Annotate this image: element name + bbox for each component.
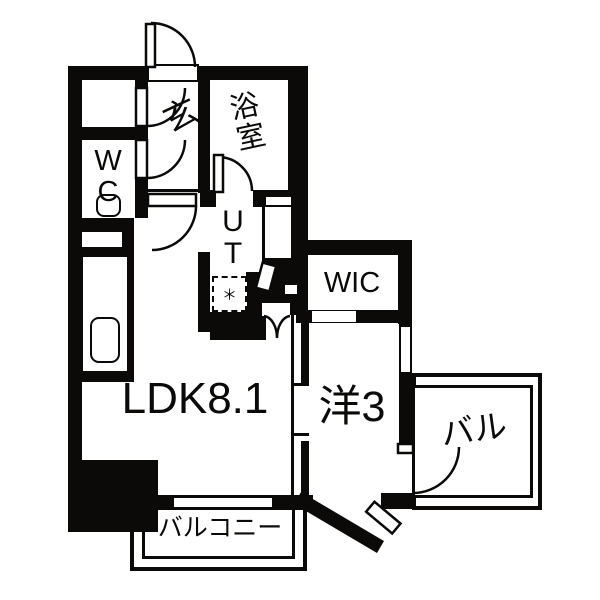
kitchen-stove-slot <box>82 232 122 247</box>
toilet-bowl <box>96 194 121 217</box>
entrance-door-leaf <box>144 22 157 69</box>
room-label-balcony-bottom: バルコニー <box>157 514 283 542</box>
wall <box>198 252 210 332</box>
fold-door-opening <box>262 303 290 316</box>
wall <box>135 80 148 218</box>
window-slot <box>401 327 410 372</box>
entrance-door-arc <box>150 21 197 68</box>
room-label-western-room: 洋3 <box>318 383 386 431</box>
room-label-bathroom: 浴 室 <box>227 88 269 157</box>
genkan-step-line <box>148 189 198 192</box>
washing-machine-pan: ＊ <box>212 276 247 312</box>
bathroom-door-leaf <box>212 153 225 194</box>
wic-door-opening <box>312 311 356 322</box>
partition-tick <box>291 433 309 436</box>
bathroom-door-arc <box>217 155 254 192</box>
partition-line <box>291 315 294 498</box>
window-slot <box>266 197 291 205</box>
hall-door-arc <box>151 205 198 252</box>
wall <box>198 80 210 193</box>
kitchen-sink <box>90 317 120 363</box>
room-label-wic: WIC <box>323 267 381 299</box>
wall <box>398 240 412 324</box>
wc-door-arc <box>146 139 187 180</box>
wall <box>288 66 308 207</box>
wall <box>210 312 266 340</box>
entrance-opening <box>147 64 199 82</box>
room-label-wc: W C <box>94 145 122 208</box>
wall <box>301 441 309 498</box>
folding-door-arcs <box>263 314 291 339</box>
hall-door-leaf <box>146 192 198 208</box>
bathroom-door-opening <box>216 190 253 207</box>
room-label-ut: U T <box>222 205 244 270</box>
wall <box>381 493 412 509</box>
wall <box>68 460 158 532</box>
room-label-ldk: LDK8.1 <box>121 374 269 423</box>
wall <box>301 323 309 386</box>
wall <box>296 240 412 255</box>
ut-partition-line <box>262 207 265 265</box>
partition-tick <box>291 383 309 386</box>
ldk-window-opening <box>174 498 272 507</box>
window-slot <box>285 285 297 294</box>
washing-machine-symbol: ＊ <box>221 286 237 304</box>
wall <box>68 127 148 140</box>
